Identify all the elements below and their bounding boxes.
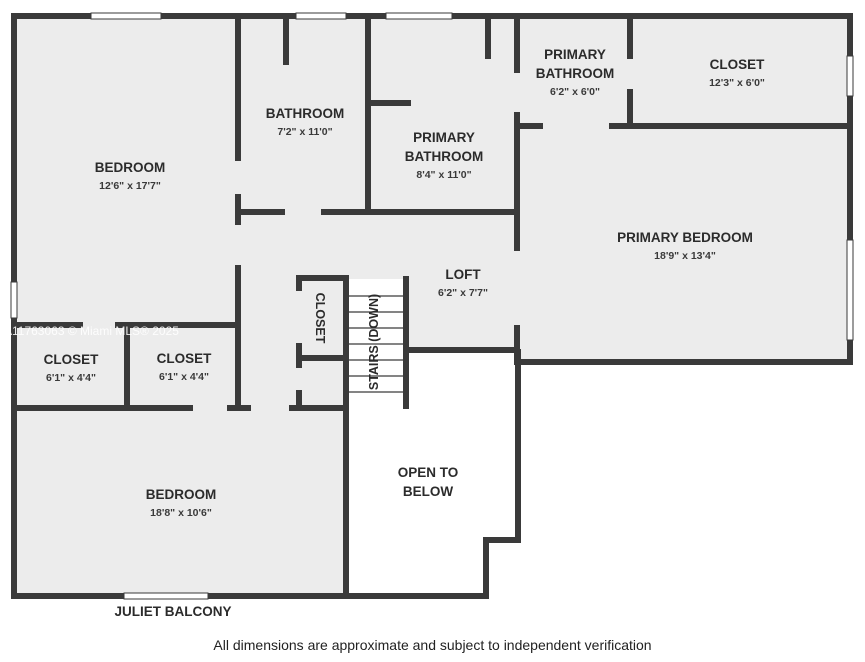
loft-dimensions: 6'2" x 7'7" <box>438 287 488 299</box>
primary-bathroom-2-name: PRIMARY <box>544 47 606 62</box>
bedroom-2-dimensions: 18'8" x 10'6" <box>150 507 212 519</box>
room-labels: BEDROOM 12'6" x 17'7" BATHROOM 7'2" x 11'0"… <box>44 47 766 519</box>
window <box>385 12 453 20</box>
bedroom-2-name: BEDROOM <box>146 487 217 502</box>
primary-bedroom-name: PRIMARY BEDROOM <box>617 230 753 245</box>
closet-mid-dimensions: 6'1" x 4'4" <box>159 371 209 383</box>
loft-name: LOFT <box>445 267 481 282</box>
window <box>295 12 347 20</box>
floor-lower-left <box>15 408 345 595</box>
closet-vertical-label: CLOSET <box>313 293 327 344</box>
bedroom-1-name: BEDROOM <box>95 160 166 175</box>
window <box>846 239 854 341</box>
primary-bathroom-2-dimensions: 6'2" x 6'0" <box>550 86 600 98</box>
primary-bathroom-2-name: BATHROOM <box>536 66 615 81</box>
watermark: A11763063 © Miami MLS® 2025 <box>4 324 179 338</box>
closet-left-dimensions: 6'1" x 4'4" <box>46 372 96 384</box>
stairs-label: STAIRS (DOWN) <box>367 294 381 390</box>
primary-bathroom-1-dimensions: 8'4" x 11'0" <box>416 169 471 181</box>
open-to-below-name: OPEN TO <box>398 465 459 480</box>
juliet-balcony-label: JULIET BALCONY <box>114 604 231 619</box>
primary-bathroom-1-name: PRIMARY <box>413 130 475 145</box>
closet-left-name: CLOSET <box>44 352 100 367</box>
primary-bathroom-1-name: BATHROOM <box>405 149 484 164</box>
window <box>846 55 854 97</box>
closet-large-dimensions: 12'3" x 6'0" <box>709 77 765 89</box>
bathroom-name: BATHROOM <box>266 106 345 121</box>
bedroom-1-dimensions: 12'6" x 17'7" <box>99 180 161 192</box>
floor-right-wing <box>517 16 850 362</box>
stairs-fill <box>346 279 406 406</box>
window <box>90 12 162 20</box>
disclaimer: All dimensions are approximate and subje… <box>213 637 652 653</box>
floor-fills <box>15 16 850 595</box>
primary-bedroom-dimensions: 18'9" x 13'4" <box>654 250 716 262</box>
open-to-below-name: BELOW <box>403 484 454 499</box>
bathroom-dimensions: 7'2" x 11'0" <box>277 126 332 138</box>
window <box>123 592 209 600</box>
windows <box>10 12 854 600</box>
closet-large-name: CLOSET <box>710 57 766 72</box>
closet-mid-name: CLOSET <box>157 351 213 366</box>
window <box>10 281 18 319</box>
stair-treads <box>346 295 406 393</box>
